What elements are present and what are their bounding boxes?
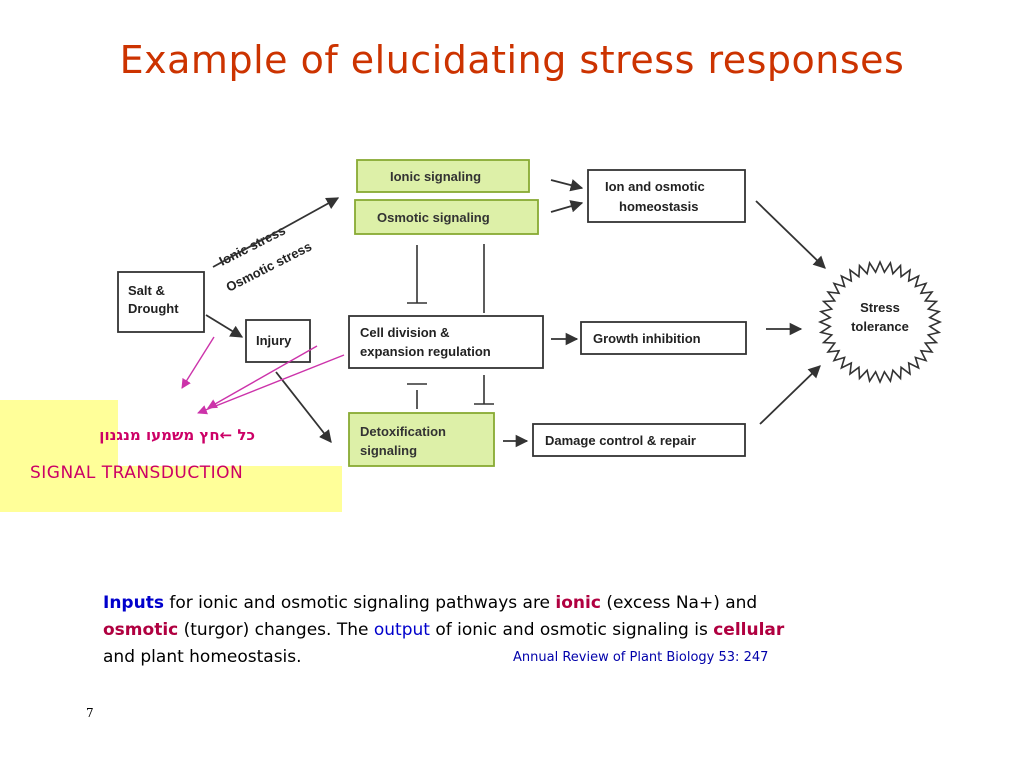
magenta-arrow-3 <box>197 354 345 415</box>
detoxification-line1: Detoxification <box>360 424 446 439</box>
node-detoxification: Detoxification signaling <box>348 412 495 467</box>
caption-output: output <box>373 620 430 640</box>
injury-label: Injury <box>256 333 292 348</box>
node-osmotic-signaling: Osmotic signaling <box>354 199 539 235</box>
caption-text-2: (excess Na+) and <box>600 593 758 613</box>
cell-division-line1: Cell division & <box>360 325 450 340</box>
node-ionic-signaling: Ionic signaling <box>356 159 530 193</box>
ion-homeostasis-line2: homeostasis <box>619 199 698 214</box>
caption-text-3: (turgor) changes. The <box>178 620 374 640</box>
slide-title: Example of elucidating stress responses <box>119 38 905 82</box>
arrow-salt-to-signaling <box>212 197 340 268</box>
caption-ionic: ionic <box>555 593 601 613</box>
node-damage-control: Damage control & repair <box>532 423 746 457</box>
node-stress-tolerance: Stress tolerance <box>817 259 943 385</box>
reference-citation: Annual Review of Plant Biology 53: 247 <box>513 650 769 665</box>
caption-text-5: and plant homeostasis. <box>103 647 302 667</box>
annotation-note-bg-ext <box>118 466 342 512</box>
page-number: 7 <box>86 706 94 720</box>
ion-homeostasis-line1: Ion and osmotic <box>605 179 705 194</box>
node-injury: Injury <box>245 319 311 363</box>
node-salt-drought: Salt & Drought <box>117 271 205 333</box>
salt-drought-line1: Salt & <box>128 283 165 298</box>
magenta-arrow-2 <box>207 345 318 409</box>
arrow-damage-to-tolerance <box>759 365 821 425</box>
osmotic-signaling-label: Osmotic signaling <box>377 210 490 225</box>
ionic-signaling-label: Ionic signaling <box>390 169 481 184</box>
caption-osmotic: osmotic <box>103 620 179 640</box>
stress-tolerance-line2: tolerance <box>851 319 909 334</box>
diagram-arrows <box>205 179 826 448</box>
detoxification-line2: signaling <box>360 443 417 458</box>
node-ion-homeostasis: Ion and osmotic homeostasis <box>587 169 746 223</box>
arrow-injury-to-detox <box>275 371 332 443</box>
stress-tolerance-starburst <box>817 259 943 385</box>
node-cell-division: Cell division & expansion regulation <box>348 315 544 369</box>
inhibition-lines <box>407 244 494 409</box>
magenta-arrow-1 <box>181 336 215 389</box>
arrow-ionic-to-homeostasis <box>550 179 584 192</box>
caption-inputs: Inputs <box>103 593 164 613</box>
damage-control-label: Damage control & repair <box>545 433 696 448</box>
annotation-hebrew: כל ←חץ משמעו מנגנון <box>99 426 255 444</box>
stress-tolerance-line1: Stress <box>860 300 900 315</box>
annotation-arrows <box>181 336 345 415</box>
arrow-salt-to-injury <box>205 314 244 338</box>
caption-text-4: of ionic and osmotic signaling is <box>429 620 714 640</box>
cell-division-line2: expansion regulation <box>360 344 491 359</box>
arrow-homeostasis-to-tolerance <box>755 200 826 269</box>
salt-drought-line2: Drought <box>128 301 179 316</box>
caption-text-1: for ionic and osmotic signaling pathways… <box>163 593 556 613</box>
node-growth-inhibition: Growth inhibition <box>580 321 747 355</box>
annotation-note-bg <box>0 400 118 512</box>
growth-inhibition-label: Growth inhibition <box>593 331 701 346</box>
caption: Inputs for ionic and osmotic signaling p… <box>103 590 933 671</box>
arrow-osmotic-to-homeostasis <box>550 200 584 213</box>
caption-cellular: cellular <box>713 620 785 640</box>
annotation-signal-transduction: SIGNAL TRANSDUCTION <box>30 463 244 483</box>
